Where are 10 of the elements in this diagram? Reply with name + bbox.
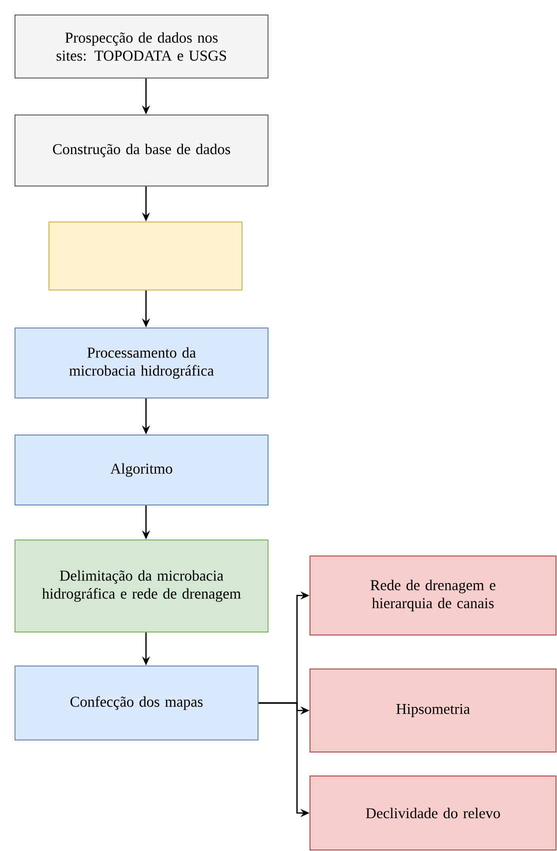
process-box: Prospecção de dados nos sites: TOPODATA e USGS [14,14,268,78]
process-box: Rede de drenagem e hierarquia de canais [310,556,556,636]
process-box: Declividade do relevo [310,776,556,850]
process-box: Algoritmo [14,434,268,506]
process-box: Delimitação da microbacia hidrográfica e rede de drenagem [14,540,268,632]
empty-box [48,222,242,290]
process-box: Processamento da microbacia hidrográfica [14,328,268,398]
process-box: Construção da base de dados [14,114,268,186]
process-box: Hipsometria [310,668,556,752]
process-box: Confecção dos mapas [14,666,258,740]
